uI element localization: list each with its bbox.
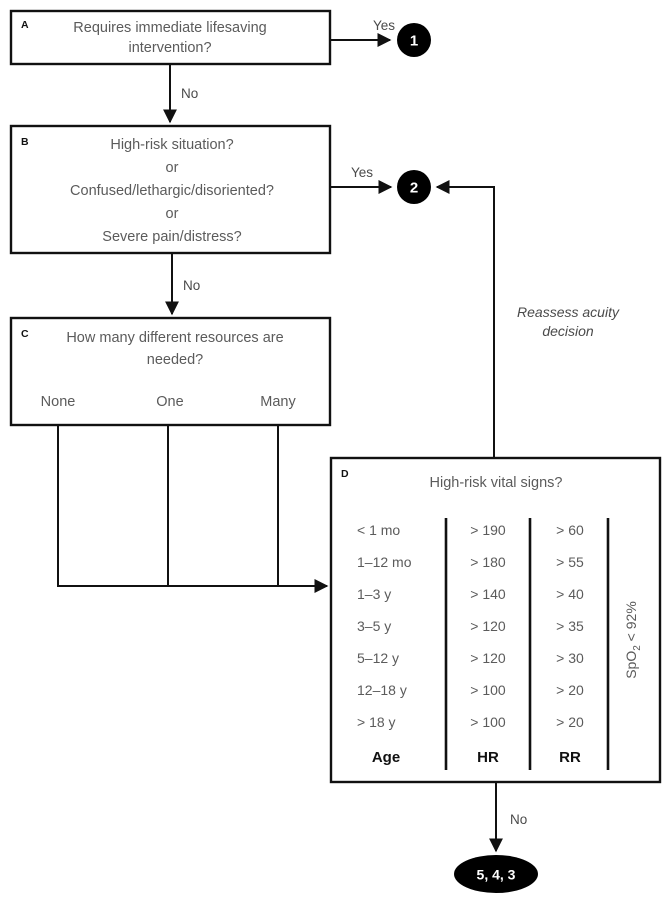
spo2-label-rest: < 92% bbox=[623, 601, 639, 645]
box-b[interactable]: B High-risk situation? or Confused/letha… bbox=[9, 124, 332, 255]
table-row: 5–12 y > 120 > 30 bbox=[357, 650, 584, 666]
box-b-rect bbox=[9, 124, 332, 255]
box-d-letter: D bbox=[341, 468, 349, 480]
cell-age: 1–12 mo bbox=[357, 554, 412, 570]
table-row: 3–5 y > 120 > 35 bbox=[357, 618, 584, 634]
terminal-node-2[interactable]: 2 bbox=[397, 170, 431, 204]
edge-a-yes-label: Yes bbox=[373, 18, 395, 33]
cell-hr: > 100 bbox=[470, 714, 506, 730]
cell-age: 12–18 y bbox=[357, 682, 407, 698]
edge-a-no-label: No bbox=[181, 86, 198, 101]
box-b-line-3: Confused/lethargic/disoriented? bbox=[70, 183, 274, 199]
terminal-node-1-circle bbox=[397, 23, 431, 57]
cell-rr: > 40 bbox=[556, 586, 584, 602]
edge-reassess-label-1: Reassess acuity bbox=[517, 304, 620, 320]
cell-hr: > 180 bbox=[470, 554, 506, 570]
terminal-node-543-label: 5, 4, 3 bbox=[477, 867, 516, 883]
edge-b-no: No bbox=[165, 253, 200, 316]
edge-d-no-label: No bbox=[510, 812, 527, 827]
box-d[interactable]: D High-risk vital signs? < 1 mo > 190 > … bbox=[329, 456, 662, 784]
box-b-line-2: or bbox=[166, 160, 179, 176]
edge-b-yes-label: Yes bbox=[351, 165, 373, 180]
table-row: < 1 mo > 190 > 60 bbox=[357, 522, 584, 538]
box-c-option-one[interactable]: One bbox=[156, 394, 183, 410]
spo2-label-main: SpO bbox=[623, 651, 639, 679]
edge-reassess-path bbox=[435, 180, 495, 458]
column-header-age: Age bbox=[372, 749, 400, 766]
box-a-line-2: intervention? bbox=[128, 40, 211, 56]
box-c[interactable]: C How many different resources are neede… bbox=[9, 316, 332, 427]
table-row: 12–18 y > 100 > 20 bbox=[357, 682, 584, 698]
terminal-node-1-label: 1 bbox=[410, 33, 418, 50]
column-header-rr: RR bbox=[559, 749, 581, 766]
edge-reassess-label-2: decision bbox=[542, 323, 594, 339]
cell-hr: > 140 bbox=[470, 586, 506, 602]
terminal-node-1[interactable]: 1 bbox=[397, 23, 431, 57]
terminal-node-2-label: 2 bbox=[410, 180, 418, 197]
spo2-label-group: SpO2 < 92% bbox=[623, 601, 643, 679]
box-c-letter: C bbox=[21, 328, 29, 340]
cell-age: 5–12 y bbox=[357, 650, 399, 666]
box-d-rect bbox=[329, 456, 662, 784]
terminal-node-543-ellipse bbox=[454, 855, 538, 893]
edge-d-no: No bbox=[489, 782, 527, 853]
box-a-rect bbox=[9, 9, 332, 66]
cell-hr: > 190 bbox=[470, 522, 506, 538]
cell-rr: > 55 bbox=[556, 554, 584, 570]
table-row: 1–12 mo > 180 > 55 bbox=[357, 554, 584, 570]
cell-hr: > 120 bbox=[470, 650, 506, 666]
table-row: 1–3 y > 140 > 40 bbox=[357, 586, 584, 602]
box-b-letter: B bbox=[21, 136, 29, 148]
cell-age: > 18 y bbox=[357, 714, 396, 730]
cell-age: 3–5 y bbox=[357, 618, 391, 634]
table-row: > 18 y > 100 > 20 bbox=[357, 714, 584, 730]
box-b-line-5: Severe pain/distress? bbox=[102, 229, 241, 245]
cell-age: < 1 mo bbox=[357, 522, 400, 538]
terminal-node-543[interactable]: 5, 4, 3 bbox=[454, 855, 538, 893]
column-header-hr: HR bbox=[477, 749, 499, 766]
edge-b-no-label: No bbox=[183, 278, 200, 293]
box-b-line-1: High-risk situation? bbox=[110, 137, 233, 153]
edge-a-yes: Yes bbox=[330, 18, 395, 47]
box-b-line-4: or bbox=[166, 206, 179, 222]
box-d-title: High-risk vital signs? bbox=[430, 475, 563, 491]
cell-hr: > 120 bbox=[470, 618, 506, 634]
box-c-option-many[interactable]: Many bbox=[260, 394, 296, 410]
cell-rr: > 20 bbox=[556, 714, 584, 730]
box-a[interactable]: A Requires immediate lifesaving interven… bbox=[9, 9, 332, 66]
box-a-letter: A bbox=[21, 19, 29, 31]
box-c-rect bbox=[9, 316, 332, 427]
cell-hr: > 100 bbox=[470, 682, 506, 698]
terminal-node-2-circle bbox=[397, 170, 431, 204]
box-c-line-1: How many different resources are bbox=[66, 330, 283, 346]
cell-rr: > 30 bbox=[556, 650, 584, 666]
edge-b-yes: Yes bbox=[330, 165, 393, 194]
edge-a-no: No bbox=[163, 64, 198, 124]
cell-rr: > 35 bbox=[556, 618, 584, 634]
cell-rr: > 20 bbox=[556, 682, 584, 698]
spo2-label-sub: 2 bbox=[632, 645, 643, 651]
cell-rr: > 60 bbox=[556, 522, 584, 538]
box-a-line-1: Requires immediate lifesaving bbox=[73, 20, 266, 36]
cell-age: 1–3 y bbox=[357, 586, 391, 602]
edge-c-to-d bbox=[57, 425, 329, 593]
box-c-option-none[interactable]: None bbox=[41, 394, 76, 410]
box-c-line-2: needed? bbox=[147, 352, 203, 368]
edge-reassess: Reassess acuity decision bbox=[435, 180, 620, 458]
spo2-label: SpO2 < 92% bbox=[623, 601, 643, 679]
